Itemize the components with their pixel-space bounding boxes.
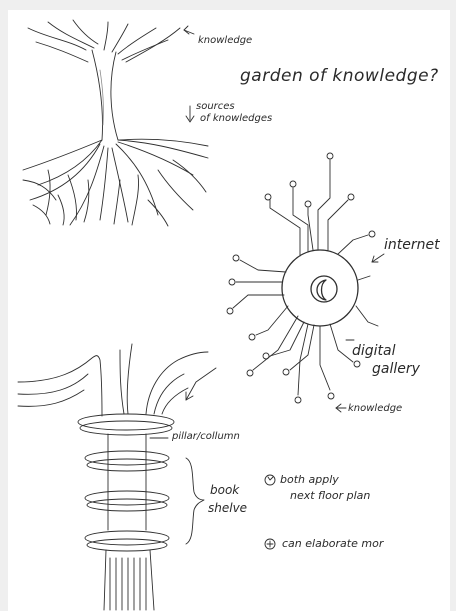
sketch-page: knowledge garden of knowledge? sources o… (8, 10, 450, 611)
digital-label-line2: gallery (372, 362, 420, 376)
note1-line2: next floor plan (290, 490, 370, 501)
pillar-bookshelf-sketch-icon (18, 344, 275, 610)
internet-label: internet (384, 238, 440, 252)
knowledge-top-label: knowledge (198, 36, 252, 46)
crescent-icon (311, 276, 337, 302)
book-label-line1: book (210, 484, 239, 496)
digital-label-line1: digital (352, 344, 396, 358)
sources-label-line1: sources (196, 102, 235, 112)
circuit-hub-icon (282, 250, 358, 326)
sources-label-line2: of knowledges (200, 114, 272, 124)
note2-label: can elaborate mor (282, 538, 383, 549)
title-label: garden of knowledge? (240, 68, 439, 85)
knowledge-bottom-label: knowledge (348, 404, 402, 414)
pillar-label: pillar/collumn (172, 432, 240, 442)
book-label-line2: shelve (208, 502, 247, 514)
note1-line1: both apply (280, 474, 339, 485)
